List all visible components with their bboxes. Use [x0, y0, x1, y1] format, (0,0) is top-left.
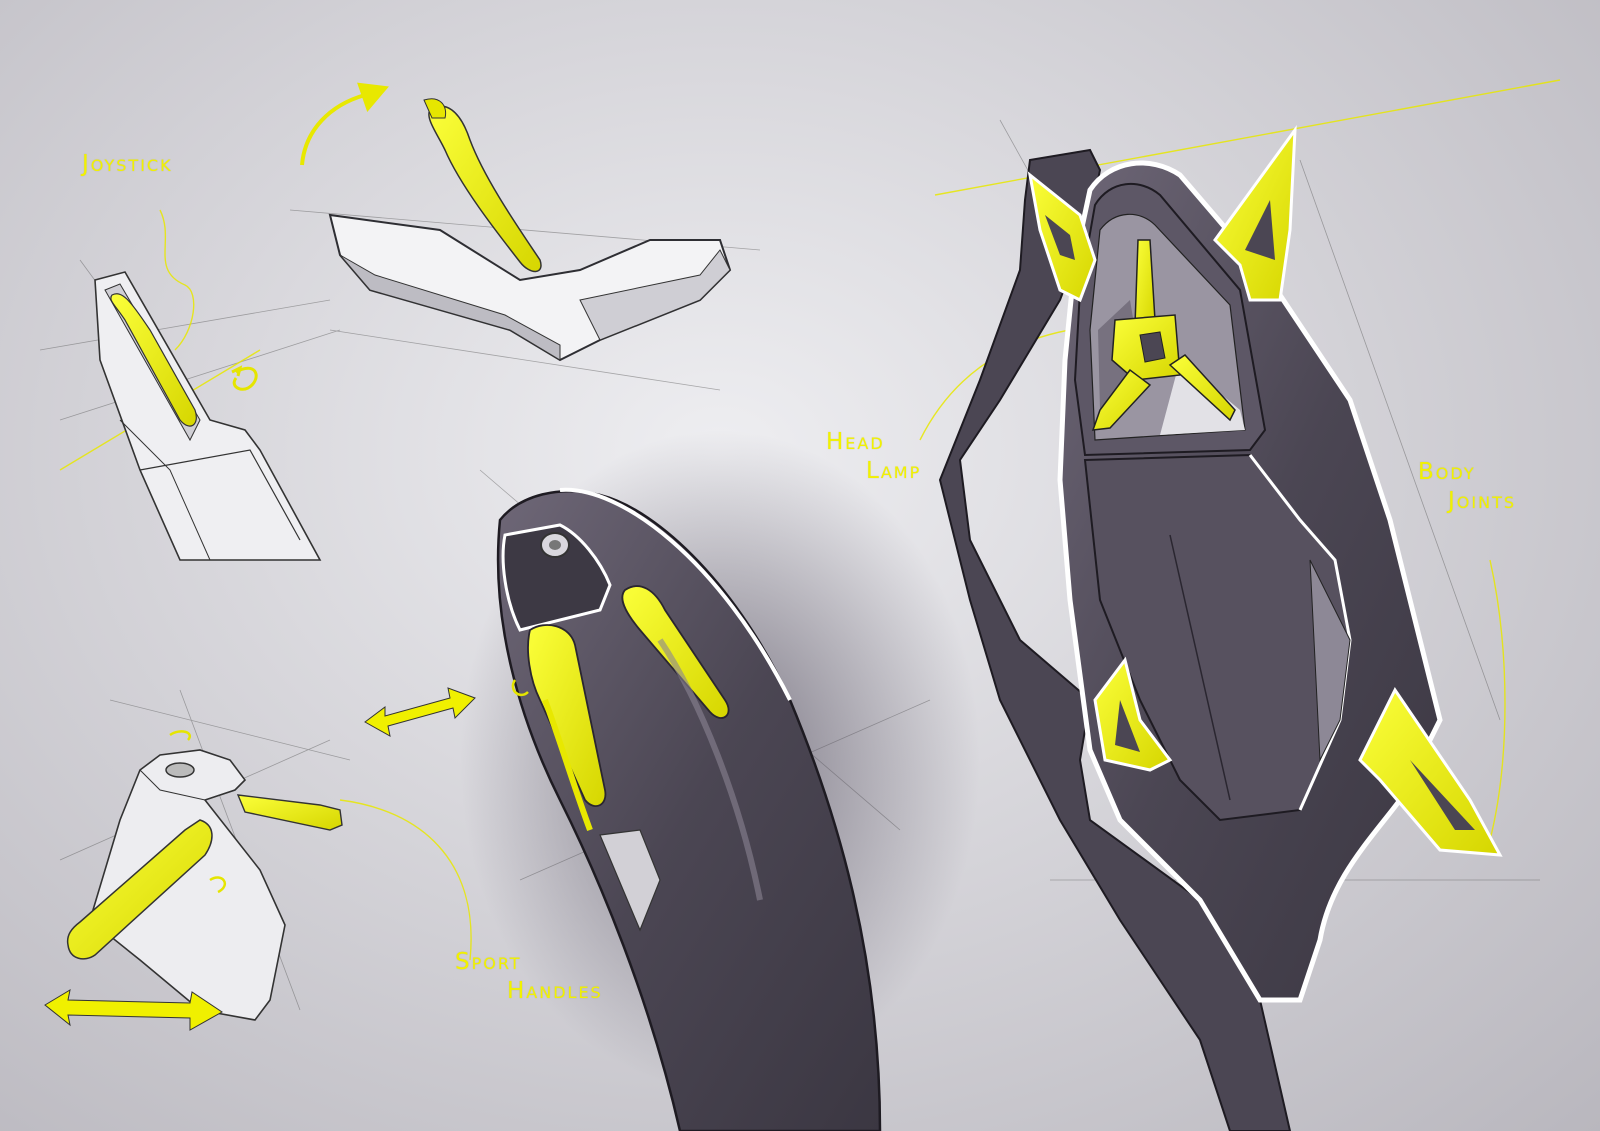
head-lamp-label: Head Lamp [826, 428, 921, 486]
handlebar-top-sketch [300, 82, 732, 362]
handles-bottom-sketch [44, 687, 476, 1031]
sport-handles-label-line2: Handles [507, 977, 603, 1004]
rotate-arrow-icon [511, 679, 529, 697]
body-joint-top-left [1027, 171, 1097, 303]
joystick-label-text: Joystick [82, 151, 173, 177]
head-lamp-label-line1: Head [826, 429, 885, 455]
rotate-arrow-icon [231, 365, 258, 391]
rotate-arrow-icon [169, 730, 227, 894]
body-joints-label-line2: Joints [1448, 487, 1516, 514]
joystick-label: Joystick [82, 150, 173, 179]
sport-handles-label-line1: Sport [455, 949, 522, 975]
body-joint-bottom-left [1093, 656, 1173, 772]
body-joints-label-line1: Body [1418, 459, 1476, 485]
body-joint-top-right [1213, 125, 1297, 302]
curved-arrow-icon [300, 82, 389, 166]
body-joint-bottom-right [1358, 687, 1503, 857]
head-lamp-label-line2: Lamp [866, 457, 922, 484]
joystick-sketch [94, 271, 322, 561]
sport-handle-detail [460, 430, 980, 1131]
sport-handles-label: Sport Handles [455, 948, 603, 1006]
head-lamp-body-sketch [938, 125, 1503, 1131]
body-joints-label: Body Joints [1418, 458, 1516, 516]
